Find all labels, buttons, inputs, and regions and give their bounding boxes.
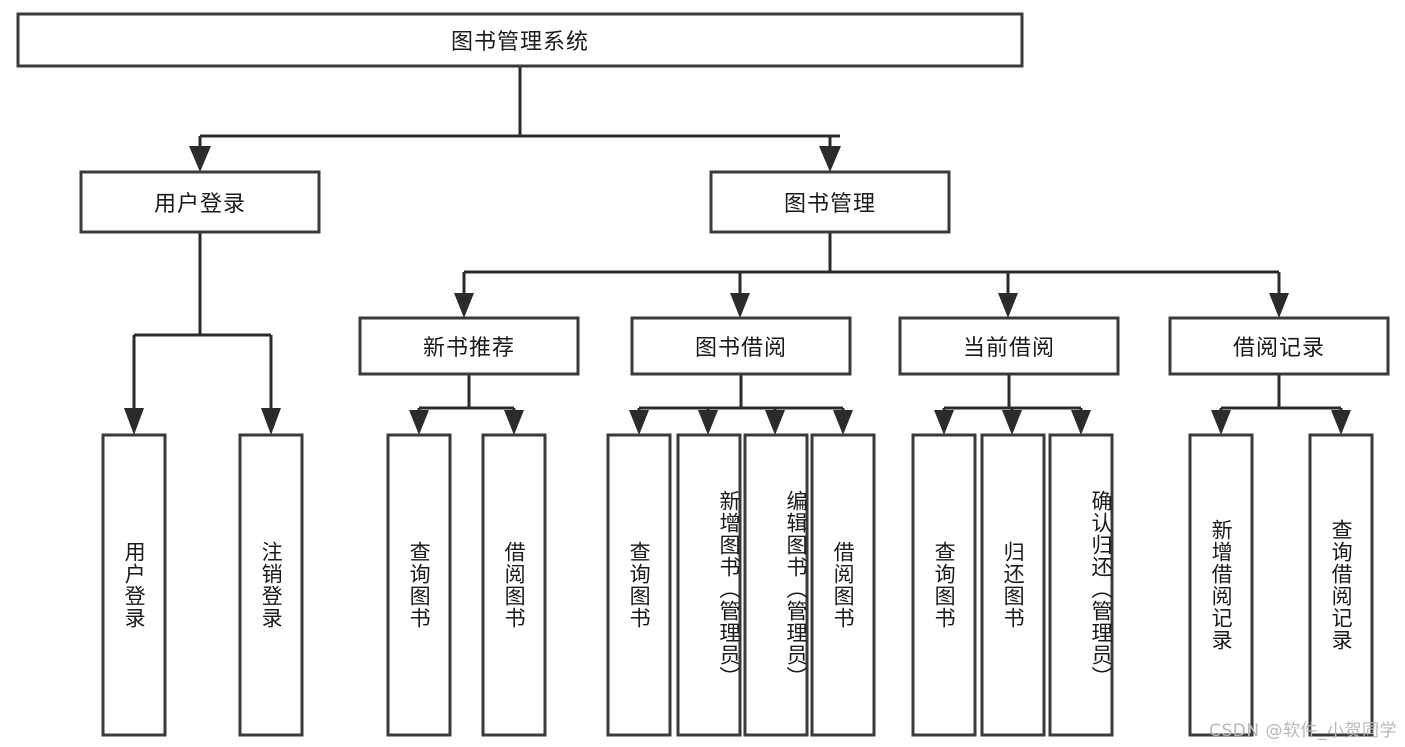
arrowhead-book-borrow — [730, 293, 750, 318]
arrowhead-leaf-user-login — [124, 408, 144, 435]
node-box-leaf-query-book-recommend[interactable] — [386, 433, 452, 737]
node-box-current-borrow[interactable] — [898, 316, 1120, 376]
node-box-leaf-user-login[interactable] — [101, 433, 167, 737]
arrowhead-leaf-add-book-admin — [698, 410, 718, 435]
connector-group-new-book-recommend — [409, 374, 524, 435]
node-box-new-book-recommend[interactable] — [358, 316, 580, 376]
node-box-leaf-add-book-admin[interactable] — [676, 433, 742, 737]
node-box-book-management[interactable] — [709, 170, 951, 234]
arrowhead-new-book-recommend — [454, 293, 474, 318]
connector-group-borrow-record — [1211, 374, 1351, 435]
connector-group-current-borrow — [934, 374, 1091, 435]
arrowhead-book-management — [819, 146, 841, 172]
arrowhead-leaf-borrow-book-recommend — [504, 410, 524, 435]
connector-group-book-management — [454, 232, 1289, 318]
node-box-leaf-edit-book-admin[interactable] — [743, 433, 809, 737]
node-box-user-login[interactable] — [79, 170, 321, 234]
node-box-leaf-add-borrow-record[interactable] — [1188, 433, 1254, 737]
node-box-leaf-return-book[interactable] — [980, 433, 1046, 737]
node-box-leaf-query-book-borrow[interactable] — [606, 433, 672, 737]
node-box-leaf-borrow-book-recommend[interactable] — [481, 433, 547, 737]
arrowhead-leaf-query-book-recommend — [409, 410, 429, 435]
arrowhead-leaf-query-borrow-record — [1331, 410, 1351, 435]
arrowhead-user-login — [189, 146, 211, 172]
node-box-leaf-query-book-current[interactable] — [911, 433, 977, 737]
arrowhead-leaf-edit-book-admin — [765, 410, 785, 435]
connector-group-root — [189, 66, 841, 172]
arrowhead-leaf-borrow-book — [833, 410, 853, 435]
arrowhead-borrow-record — [1269, 293, 1289, 318]
arrowhead-leaf-confirm-return-admin — [1071, 410, 1091, 435]
node-box-leaf-logout-login[interactable] — [238, 433, 304, 737]
arrowhead-leaf-query-book-current — [934, 410, 954, 435]
node-box-root[interactable] — [16, 12, 1024, 68]
arrowhead-leaf-query-book-borrow — [629, 410, 649, 435]
node-box-book-borrow[interactable] — [630, 316, 852, 376]
arrowhead-current-borrow — [998, 293, 1018, 318]
arrowhead-leaf-logout-login — [261, 408, 281, 435]
arrowhead-leaf-return-book — [1002, 410, 1022, 435]
node-box-leaf-borrow-book[interactable] — [810, 433, 876, 737]
node-box-leaf-confirm-return-admin[interactable] — [1048, 433, 1114, 737]
node-box-borrow-record[interactable] — [1168, 316, 1390, 376]
arrowhead-leaf-add-borrow-record — [1211, 410, 1231, 435]
connector-group-user-login — [124, 232, 281, 435]
node-box-leaf-query-borrow-record[interactable] — [1308, 433, 1374, 737]
connector-group-book-borrow — [629, 374, 853, 435]
